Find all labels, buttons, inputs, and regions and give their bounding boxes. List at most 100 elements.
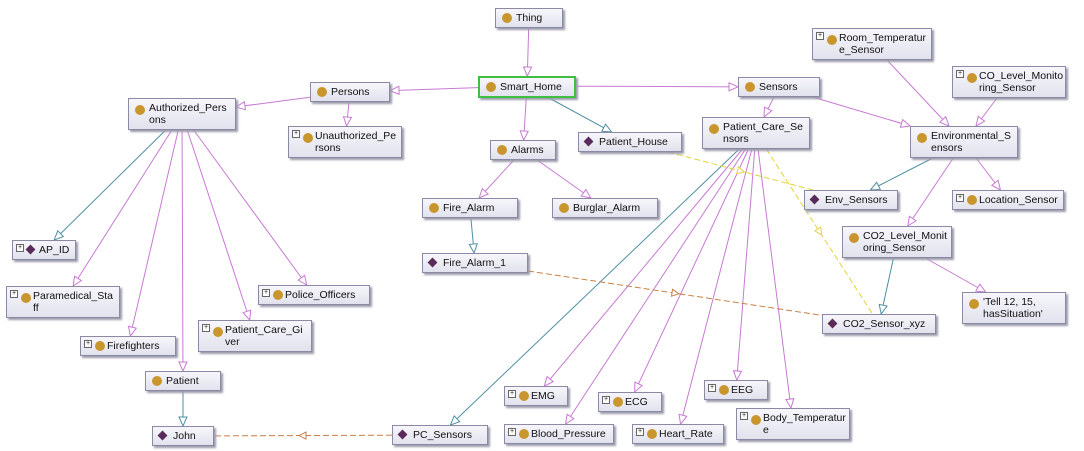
expand-icon[interactable]: + <box>636 428 644 436</box>
node-blood-pressure[interactable]: + Blood_Pressure <box>504 424 614 444</box>
class-dot-icon <box>827 35 837 45</box>
node-burglar[interactable]: Burglar_Alarm <box>552 198 658 218</box>
node-pcgiver[interactable]: + Patient_Care_Gi ver <box>198 320 312 352</box>
expand-icon[interactable]: + <box>816 32 824 40</box>
arrowhead <box>634 381 644 394</box>
edge-auth-to-firefighters <box>129 129 179 337</box>
arrowhead <box>478 187 490 199</box>
expand-icon[interactable]: + <box>708 384 716 392</box>
expand-icon[interactable]: + <box>84 340 92 348</box>
node-ecg[interactable]: +ECG <box>598 392 662 412</box>
node-co-level[interactable]: + CO_Level_Monito ring_Sensor <box>952 66 1066 98</box>
node-paramedical[interactable]: +Paramedical_Sta ff <box>6 286 120 318</box>
node-co2-level[interactable]: CO2_Level_Monit oring_Sensor <box>842 226 952 258</box>
arrowhead <box>907 215 917 228</box>
arrowhead <box>878 303 888 316</box>
node-label: Police_Officers <box>285 289 356 301</box>
node-unauth[interactable]: +Unauthorized_Pe rsons <box>288 126 402 158</box>
arrowhead <box>736 165 746 175</box>
node-location[interactable]: + Location_Sensor <box>952 190 1064 210</box>
node-label: Env_Sensors <box>825 194 888 206</box>
edge-pcs-to-pc-sensors <box>450 148 740 426</box>
node-label: Location_Sensor <box>979 194 1058 206</box>
expand-icon[interactable]: + <box>10 290 18 298</box>
individual-diamond-icon <box>427 257 438 268</box>
arrowhead <box>763 106 773 119</box>
edge-auth-to-pcgiver <box>186 129 251 321</box>
arrowhead <box>670 288 681 297</box>
class-dot-icon <box>917 133 927 143</box>
edge-pcs-to-body-temp <box>757 148 792 409</box>
edge-env-to-env-sensors <box>870 157 934 191</box>
expand-icon[interactable]: + <box>16 244 24 252</box>
node-room-temp[interactable]: +Room_Temperatur e_Sensor <box>812 28 932 60</box>
arrowhead <box>728 82 740 92</box>
edge-pcs-to-eeg <box>736 148 756 381</box>
edge-auth-to-paramedical <box>72 129 173 287</box>
node-body-temp[interactable]: +Body_Temperatur e <box>736 408 850 440</box>
edge-sensors-to-env <box>812 96 911 127</box>
node-label: Sensors <box>759 81 798 93</box>
expand-icon[interactable]: + <box>262 289 270 297</box>
class-dot-icon <box>751 415 761 425</box>
node-smart-home[interactable]: Smart_Home <box>478 76 576 98</box>
individual-diamond-icon <box>809 194 820 205</box>
node-label: CO_Level_Monito ring_Sensor <box>979 70 1064 94</box>
class-dot-icon <box>152 376 162 386</box>
node-tell[interactable]: 'Tell 12, 15, hasSituation' <box>962 292 1066 324</box>
node-label: Blood_Pressure <box>531 428 606 440</box>
node-co2-xyz[interactable]: CO2_Sensor_xyz <box>822 314 936 334</box>
class-dot-icon <box>709 124 719 134</box>
node-label: CO2_Level_Monit oring_Sensor <box>863 230 948 254</box>
edge-persons-to-auth <box>235 96 311 108</box>
class-dot-icon <box>519 429 529 439</box>
expand-icon[interactable]: + <box>292 130 300 138</box>
node-pcs[interactable]: Patient_Care_Se nsors <box>702 117 810 149</box>
node-pc-sensors[interactable]: PC_Sensors <box>392 425 488 445</box>
node-sensors[interactable]: Sensors <box>738 77 820 97</box>
node-ap-id[interactable]: +AP_ID <box>12 240 76 260</box>
node-emg[interactable]: +EMG <box>504 386 568 406</box>
node-patient-house[interactable]: Patient_House <box>578 132 682 152</box>
node-label: Patient_Care_Gi ver <box>225 324 303 348</box>
node-env[interactable]: Environmental_S ensors <box>910 126 1018 158</box>
edge-alarms-to-burglar <box>536 159 592 199</box>
arrowhead <box>990 179 1002 191</box>
edge-auth-to-patient <box>181 129 184 372</box>
node-fire-alarm[interactable]: Fire_Alarm <box>422 198 518 218</box>
node-thing[interactable]: Thing <box>495 8 563 28</box>
arrowhead <box>519 130 529 142</box>
node-persons[interactable]: Persons <box>310 82 390 102</box>
node-label: Firefighters <box>107 340 160 352</box>
node-env-sensors[interactable]: Env_Sensors <box>804 190 898 210</box>
edge-auth-to-ap-id <box>53 129 167 241</box>
node-label: EEG <box>731 384 754 396</box>
node-auth[interactable]: Authorized_Pers ons <box>128 98 236 130</box>
class-dot-icon <box>613 397 623 407</box>
arrowhead <box>178 361 188 373</box>
node-alarms[interactable]: Alarms <box>490 140 556 160</box>
edge-pcs-to-heart-rate <box>680 148 753 425</box>
arrowhead <box>785 397 795 410</box>
expand-icon[interactable]: + <box>956 70 964 78</box>
expand-icon[interactable]: + <box>202 324 210 332</box>
node-label: 'Tell 12, 15, hasSituation' <box>983 296 1043 320</box>
individual-diamond-icon <box>157 430 168 441</box>
node-firefighters[interactable]: + Firefighters <box>80 336 176 356</box>
expand-icon[interactable]: + <box>956 194 964 202</box>
expand-icon[interactable]: + <box>508 428 516 436</box>
edge-pcs-to-emg <box>543 148 743 387</box>
node-eeg[interactable]: + EEG <box>704 380 768 400</box>
node-patient[interactable]: Patient <box>145 371 221 391</box>
node-police[interactable]: + Police_Officers <box>258 285 370 305</box>
expand-icon[interactable]: + <box>740 412 748 420</box>
node-john[interactable]: John <box>152 426 214 446</box>
node-fire-alarm-1[interactable]: Fire_Alarm_1 <box>422 253 528 273</box>
node-label: CO2_Sensor_xyz <box>843 318 926 330</box>
expand-icon[interactable]: + <box>602 396 610 404</box>
expand-icon[interactable]: + <box>508 390 516 398</box>
node-label: Smart_Home <box>500 81 562 93</box>
node-label: Persons <box>331 86 370 98</box>
node-heart-rate[interactable]: +Heart_Rate <box>632 424 724 444</box>
